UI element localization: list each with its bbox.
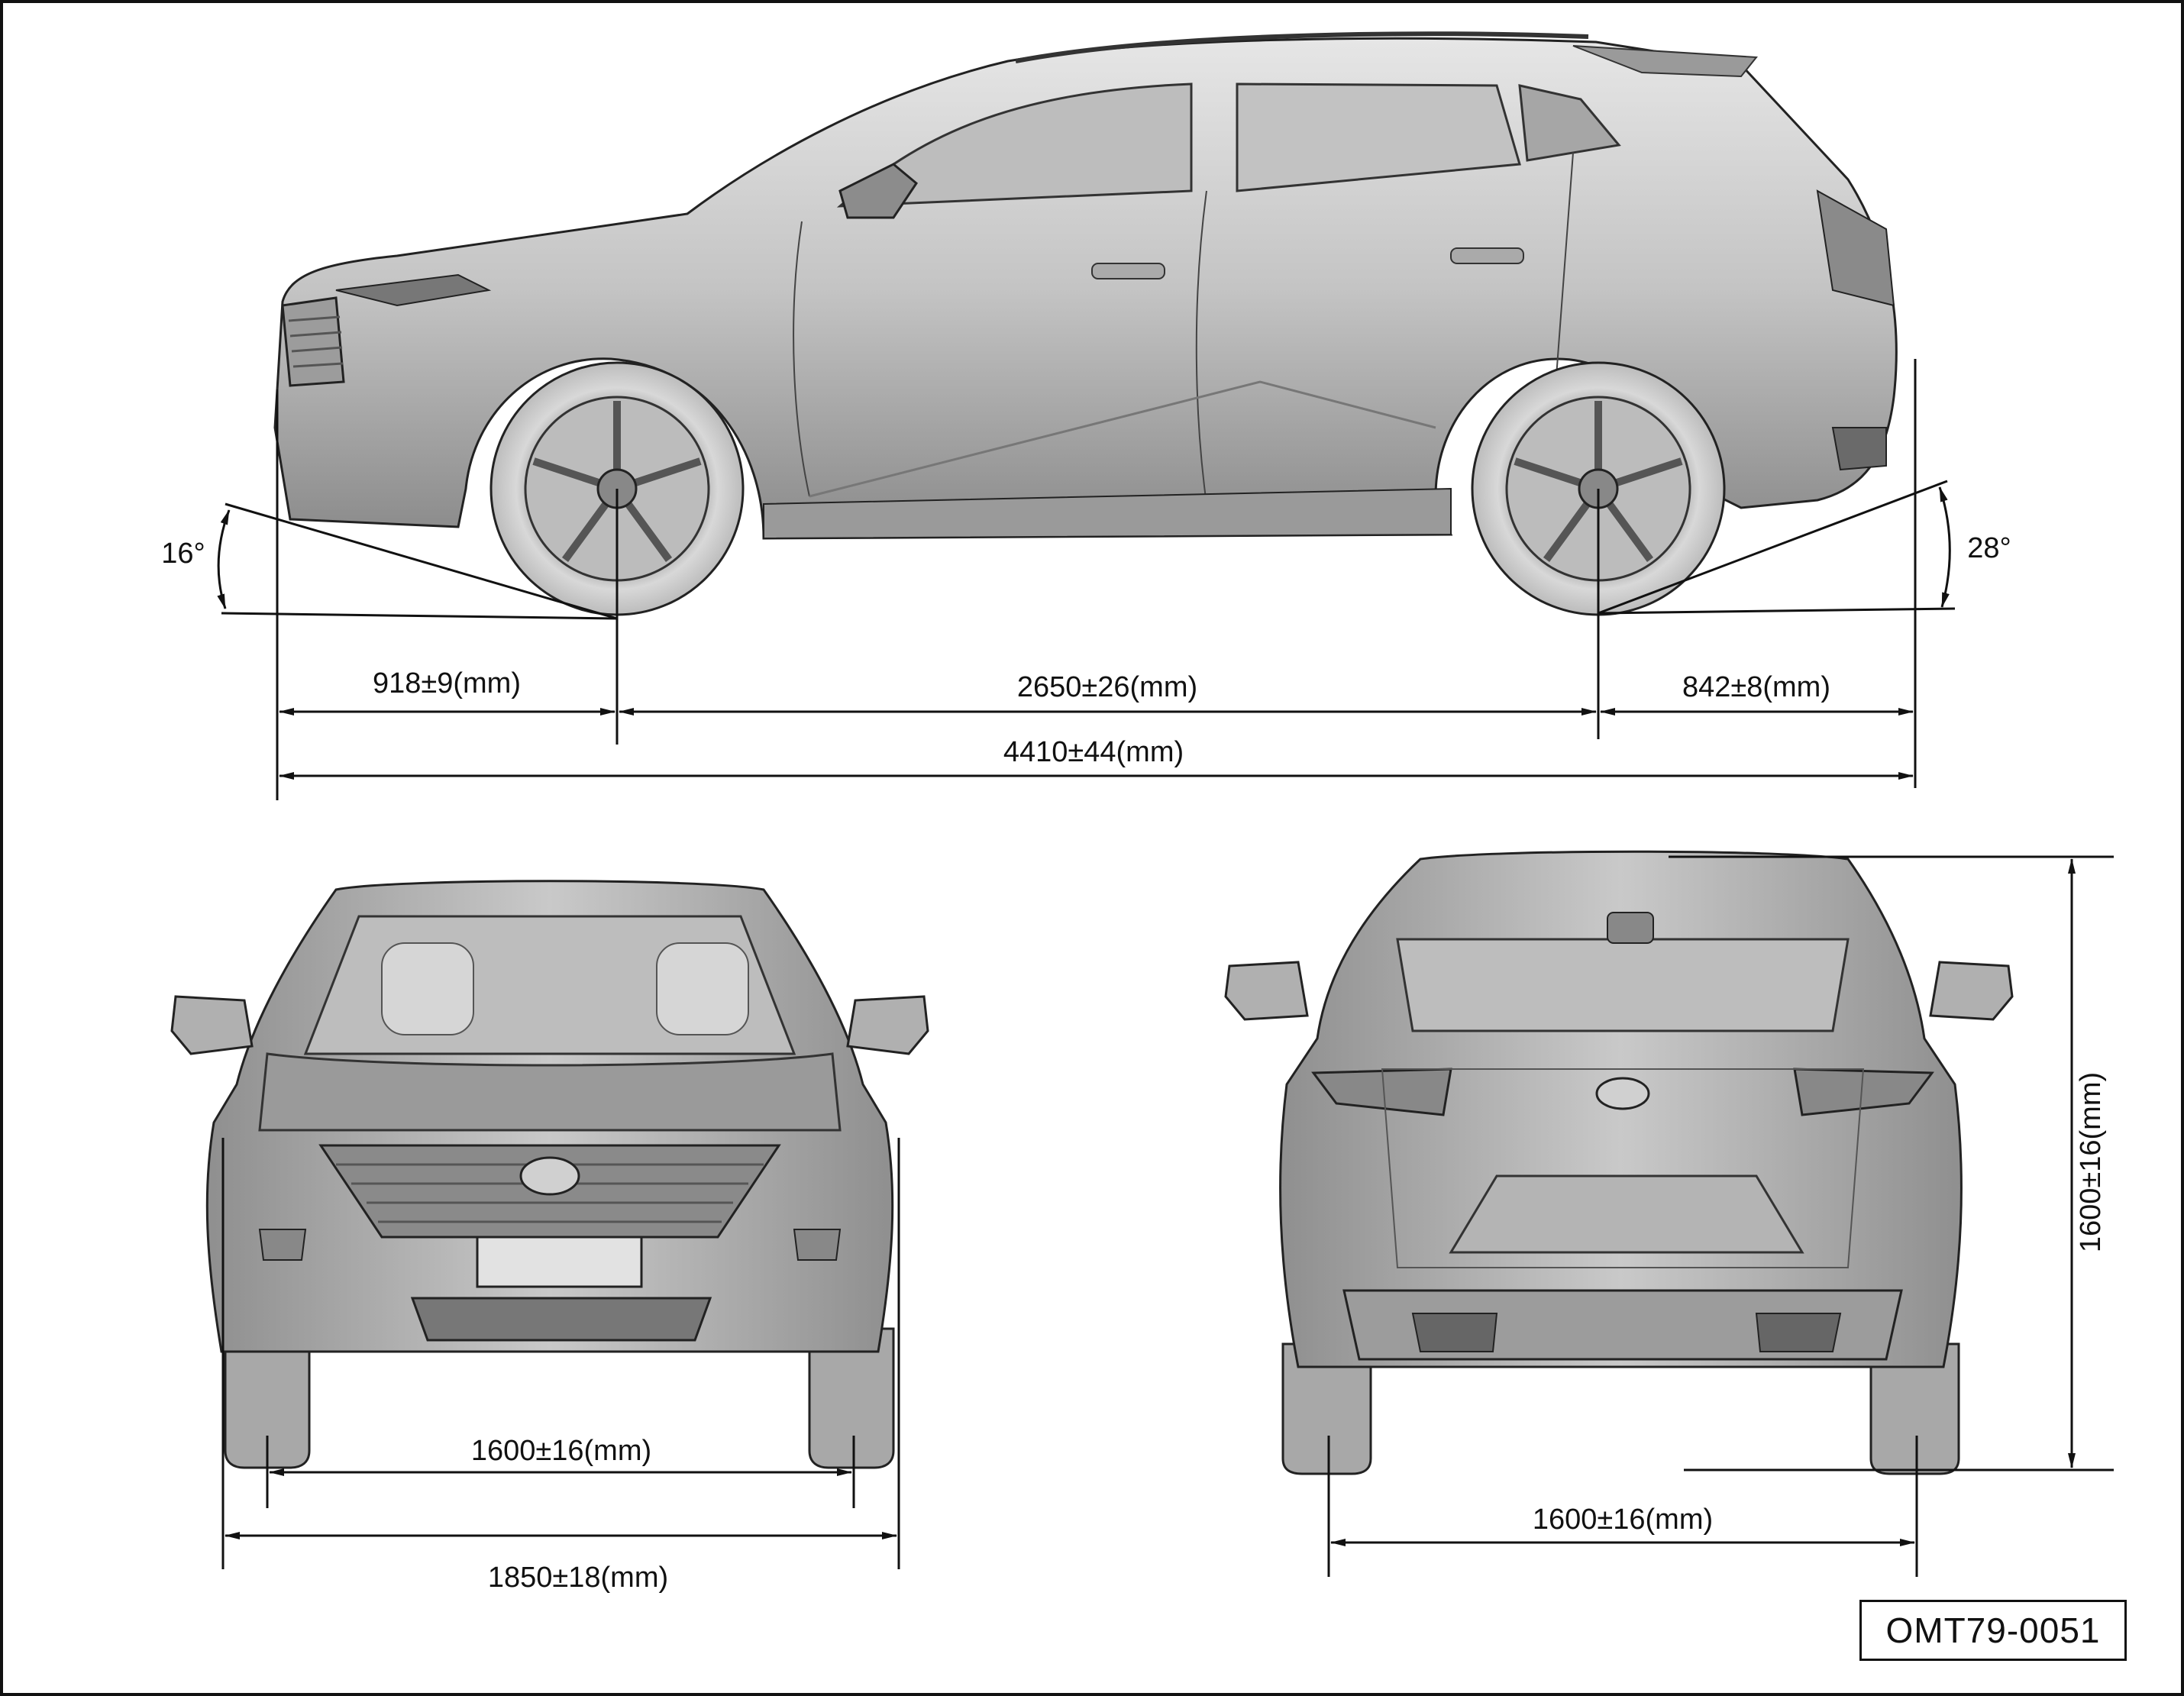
- rear-track-label: 1600±16(mm): [1533, 1504, 1713, 1536]
- overall-length-label: 4410±44(mm): [1003, 736, 1184, 768]
- rear-view-dimensions: [1327, 855, 2114, 1577]
- side-view-dimensions: [217, 359, 1956, 800]
- figure-code-box: OMT79-0051: [1859, 1600, 2127, 1661]
- front-view-vehicle: [170, 880, 929, 1469]
- wheelbase-label: 2650±26(mm): [1017, 671, 1197, 703]
- front-view-dimensions: [221, 1138, 900, 1569]
- overall-height-label: 1600±16(mm): [2075, 1072, 2107, 1252]
- rear-overhang-label: 842±8(mm): [1682, 671, 1830, 703]
- front-overhang-label: 918±9(mm): [373, 667, 521, 699]
- figure-code: OMT79-0051: [1885, 1610, 2101, 1650]
- departure-angle-label: 28°: [1967, 532, 2011, 564]
- side-view-vehicle: [273, 31, 1898, 616]
- front-track-label: 1600±16(mm): [471, 1435, 651, 1467]
- approach-angle-label: 16°: [161, 538, 205, 570]
- overall-width-label: 1850±18(mm): [488, 1562, 668, 1594]
- rear-view-vehicle: [1224, 850, 2014, 1475]
